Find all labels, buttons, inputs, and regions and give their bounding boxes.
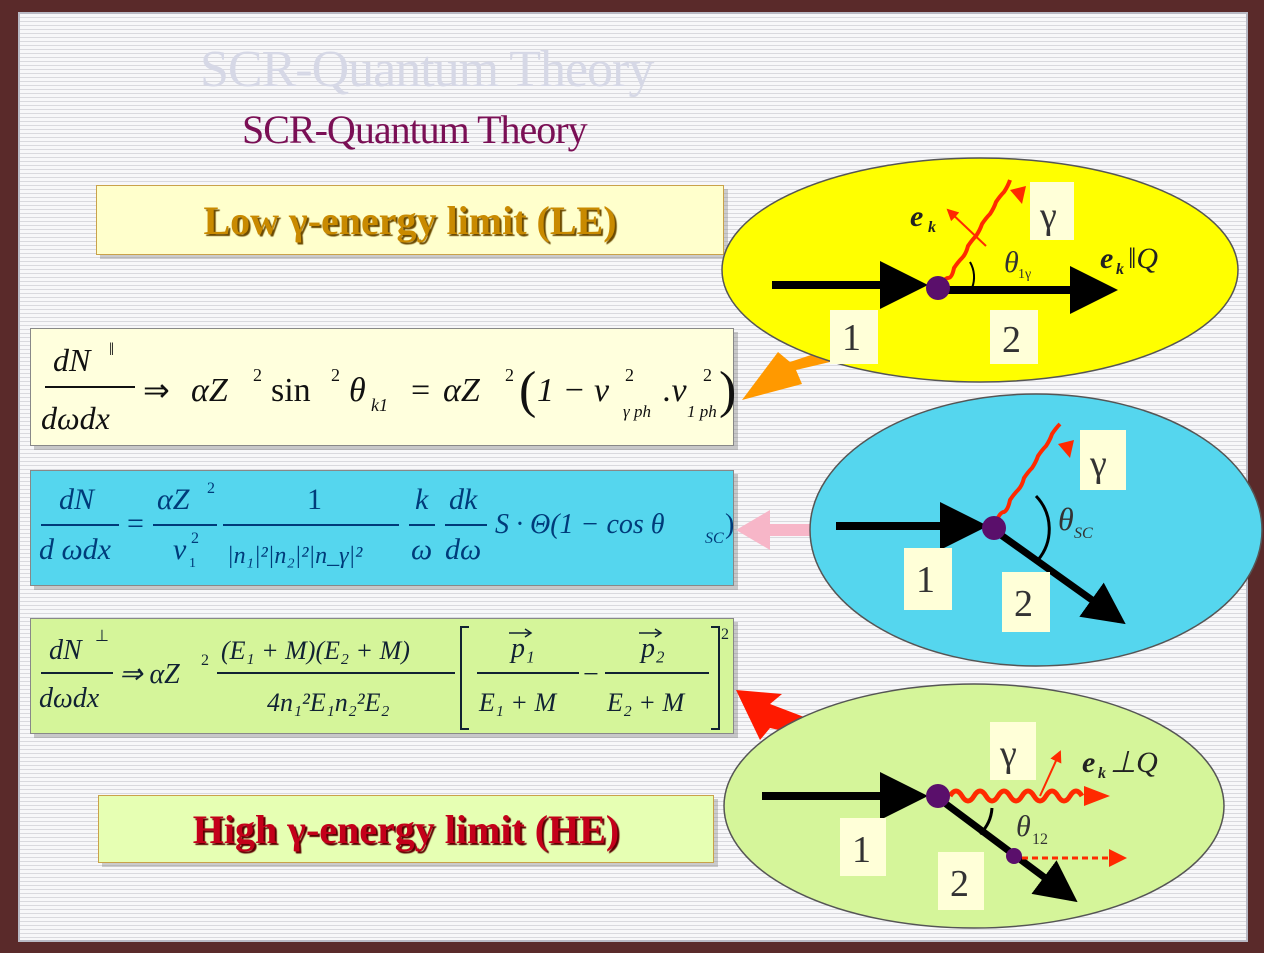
bottom-theta: θ xyxy=(1016,810,1031,843)
eq2-tail-sub: SC xyxy=(705,530,724,547)
eq3-p1-den: E₁ + M xyxy=(478,688,557,717)
arrow-orange xyxy=(742,352,830,400)
eq1-open-paren: ( xyxy=(519,362,536,419)
eq3-implies: ⇒ αZ xyxy=(119,659,180,690)
eq3-numerator-sup: ⊥ xyxy=(95,628,109,645)
eq1-numerator-sup: ǁ xyxy=(109,339,114,359)
eq1-alphaZ-2: αZ xyxy=(443,372,481,409)
top-ek: e xyxy=(910,200,923,233)
eq2-tail: S · Θ(1 − cos θ xyxy=(495,509,665,540)
eq1-theta: θ xyxy=(349,372,366,409)
eq1-sq2: 2 xyxy=(331,365,340,385)
eq2-frac4-den: ω xyxy=(411,533,432,566)
slide-title: SCR-Quantum Theory xyxy=(242,107,588,152)
eq3-bracket-sq: 2 xyxy=(721,626,729,643)
eq1-denominator: dωdx xyxy=(41,400,110,436)
middle-label-2: 2 xyxy=(1014,583,1033,625)
bottom-ek: e xyxy=(1082,746,1095,779)
middle-theta: θ xyxy=(1058,501,1074,537)
eq2-numerator: dN xyxy=(59,483,96,516)
eq1-v-gamma-sub: γ ph xyxy=(623,402,651,421)
eq1-numerator: dN xyxy=(53,342,92,378)
eq3-p2: p₂ xyxy=(639,633,665,664)
eq1-close-paren: ) xyxy=(719,362,735,419)
top-theta-sub: 1γ xyxy=(1018,267,1031,282)
eq2-equals: = xyxy=(127,507,144,540)
bottom-theta-sub: 12 xyxy=(1032,831,1048,848)
eq2-frac2-num: αZ xyxy=(157,483,190,516)
eq2-frac4-num: k xyxy=(415,483,429,516)
top-ek2-sub: k xyxy=(1116,261,1124,278)
top-ek-sub: k xyxy=(928,219,936,236)
eq3-numerator: dN xyxy=(49,635,83,666)
equation-perpendicular: dN ⊥ dωdx ⇒ αZ 2 (E₁ + M)(E₂ + M) 4n₁²E₁… xyxy=(30,618,734,734)
low-energy-label: Low γ-energy limit (LE) xyxy=(96,185,724,255)
title-ghost: SCR-Quantum Theory xyxy=(200,41,654,98)
middle-label-1: 1 xyxy=(916,559,935,601)
eq3-frac-den: 4n₁²E₁n₂²E₂ xyxy=(267,688,390,717)
eq1-dot-v: .v xyxy=(663,372,688,409)
eq3-frac-num: (E₁ + M)(E₂ + M) xyxy=(221,636,410,665)
top-theta: θ xyxy=(1004,246,1019,279)
eq3-p1: p₁ xyxy=(509,633,535,664)
eq2-frac5-num: dk xyxy=(449,483,478,516)
top-label-2: 2 xyxy=(1002,319,1021,361)
eq1-sq4: 2 xyxy=(625,365,634,385)
eq1-one-minus: 1 − v xyxy=(537,372,610,409)
eq1-sq1: 2 xyxy=(253,365,262,385)
top-gamma: γ xyxy=(1039,195,1057,237)
bottom-gamma: γ xyxy=(999,733,1017,775)
eq2-frac2-den-sq: 2 xyxy=(191,530,199,547)
bottom-relation: ⊥Q xyxy=(1110,746,1158,779)
eq1-theta-sub: k1 xyxy=(371,395,388,415)
eq1-equals: = xyxy=(411,372,430,409)
eq3-minus: − xyxy=(583,659,599,690)
high-energy-label: High γ-energy limit (HE) xyxy=(98,795,714,863)
top-relation: ǁQ xyxy=(1128,242,1158,275)
eq1-sin: sin xyxy=(271,372,311,409)
top-label-1: 1 xyxy=(842,317,861,359)
bottom-label-2: 2 xyxy=(950,863,969,905)
diagram-top: γ e k e k ǁQ θ 1γ 1 2 xyxy=(721,157,1239,383)
equation-general: dN d ωdx = αZ 2 v 1 2 1 |n₁|²|n₂|²|n_γ|²… xyxy=(30,470,734,586)
eq2-frac2-sq: 2 xyxy=(207,480,215,497)
bottom-label-1: 1 xyxy=(852,829,871,871)
eq1-sq3: 2 xyxy=(505,365,514,385)
eq2-denominator: d ωdx xyxy=(39,533,112,566)
diagram-middle: γ θ SC 1 2 xyxy=(809,393,1263,667)
bottom-ek-sub: k xyxy=(1098,765,1106,782)
eq2-tail-close: ) xyxy=(725,509,734,540)
eq3-sq: 2 xyxy=(201,652,209,669)
eq1-alphaZ: αZ xyxy=(191,372,229,409)
middle-theta-sub: SC xyxy=(1074,525,1093,542)
eq2-frac5-den: dω xyxy=(445,533,481,566)
eq1-sq5: 2 xyxy=(703,365,712,385)
eq1-v1-sub: 1 ph xyxy=(687,402,717,421)
eq2-frac2-den-sub: 1 xyxy=(189,556,196,571)
eq2-frac3-num: 1 xyxy=(307,483,322,516)
diagram-bottom: γ e k ⊥Q θ 12 1 2 xyxy=(723,683,1225,929)
eq3-denominator: dωdx xyxy=(39,683,100,714)
eq1-implies: ⇒ xyxy=(143,372,170,408)
equation-parallel: dN ǁ dωdx ⇒ αZ 2 sin 2 θ k1 = αZ 2 ( 1 −… xyxy=(30,328,735,446)
eq2-frac2-den: v xyxy=(173,533,187,566)
arrow-pink xyxy=(736,510,826,550)
middle-gamma: γ xyxy=(1089,443,1107,485)
eq2-frac3-den: |n₁|²|n₂|²|n_γ|² xyxy=(227,543,363,569)
top-ek2: e xyxy=(1100,242,1113,275)
eq3-p2-den: E₂ + M xyxy=(606,688,685,717)
